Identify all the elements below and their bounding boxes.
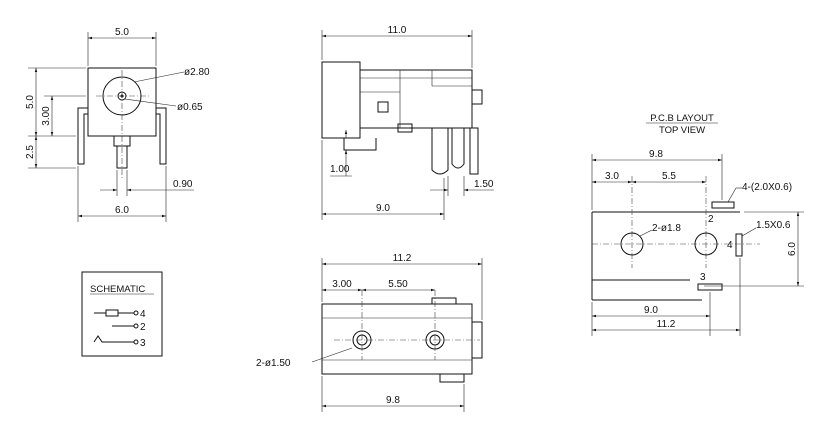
pcb-slot-4 (735, 233, 743, 257)
dim-front-width-top: 5.0 (115, 27, 129, 38)
dim-side-pin-width: 1.50 (474, 179, 494, 190)
side-step (343, 138, 377, 151)
pcb-dim-bottom-a: 9.0 (644, 305, 658, 316)
bottom-tab-bottom (439, 373, 465, 383)
pcb-pin-2: 2 (708, 214, 714, 225)
dim-pin-length: 2.5 (25, 145, 36, 159)
schematic-pin-3-line (93, 335, 134, 343)
dim-bottom-total: 11.2 (393, 253, 412, 264)
dim-front-height: 5.0 (25, 95, 36, 109)
dim-bottom-a: 3.00 (332, 279, 352, 290)
pcb-dim-slot-side: 1.5X0.6 (756, 220, 791, 231)
pcb-dim-a: 3.0 (605, 171, 619, 182)
side-body (360, 69, 473, 129)
side-pin-block (397, 123, 413, 133)
bottom-tab-top (431, 297, 457, 305)
pcb-pin-4: 4 (727, 240, 733, 251)
pcb-dim-height: 6.0 (787, 242, 798, 256)
side-window (377, 101, 389, 113)
front-left-pin (77, 107, 88, 165)
pcb-hole-right (694, 232, 718, 256)
pcb-dim-bottom-b: 11.2 (657, 319, 676, 330)
front-bottom-pin (116, 145, 128, 169)
bottom-view: 11.2 3.00 5.50 2-ø1.50 9.8 (256, 253, 483, 412)
side-rear-pin-b (451, 128, 465, 169)
pcb-title: P.C.B LAYOUT (650, 113, 714, 124)
pcb-slot-3 (697, 283, 723, 291)
dim-side-length: 11.0 (388, 25, 407, 36)
schematic-pin-4-terminal (133, 310, 139, 316)
pcb-slot-2 (711, 201, 735, 209)
pcb-dim-slots: 4-(2.0X0.6) (742, 182, 792, 193)
side-front-plate (321, 61, 361, 139)
schematic-title: SCHEMATIC (90, 284, 145, 295)
pcb-dim-holes: 2-ø1.8 (652, 223, 681, 234)
pcb-subtitle: TOP VIEW (659, 125, 705, 136)
side-rear-pin-a (431, 128, 449, 175)
schematic: SCHEMATIC 4 2 3 (81, 271, 163, 357)
dim-bottom-width: 9.8 (386, 395, 400, 406)
pcb-pin-3: 3 (700, 272, 706, 283)
schematic-pin-4: 4 (140, 309, 146, 320)
schematic-pin-2: 2 (140, 322, 146, 333)
pcb-outline (591, 211, 740, 301)
pcb-hole-left (620, 232, 644, 256)
dim-bottom-b: 5.50 (388, 279, 408, 290)
dim-front-width-bottom: 6.0 (115, 205, 129, 216)
front-view: 5.0 ø2.80 ø0.65 5.0 3.00 2.5 0.90 6.0 (25, 27, 210, 222)
schematic-pin-3: 3 (140, 338, 146, 349)
side-tab (471, 89, 483, 105)
dim-side-step: 1.00 (330, 164, 350, 175)
pcb-dim-total-top: 9.8 (649, 149, 663, 160)
schematic-pin-3-terminal (133, 339, 139, 345)
dim-side-bottom: 9.0 (376, 203, 390, 214)
dim-bottom-holes: 2-ø1.50 (256, 358, 291, 369)
pcb-layout: P.C.B LAYOUT TOP VIEW 9.8 3.0 5.5 4-(2.0… (591, 113, 804, 336)
side-rear-pin-c (469, 127, 479, 175)
bottom-body (321, 303, 473, 375)
dim-outer-diameter: ø2.80 (184, 67, 210, 78)
dim-pin-diameter: ø0.65 (177, 102, 203, 113)
schematic-frame (81, 271, 163, 357)
dim-pin-thickness: 0.90 (173, 179, 193, 190)
side-view: 11.0 1.00 1.50 9.0 (321, 25, 494, 220)
pcb-dim-b: 5.5 (662, 171, 676, 182)
front-right-pin (156, 107, 167, 165)
dim-front-center: 3.00 (41, 106, 52, 126)
schematic-pin-2-terminal (133, 323, 139, 329)
bottom-tab-right (471, 321, 483, 359)
